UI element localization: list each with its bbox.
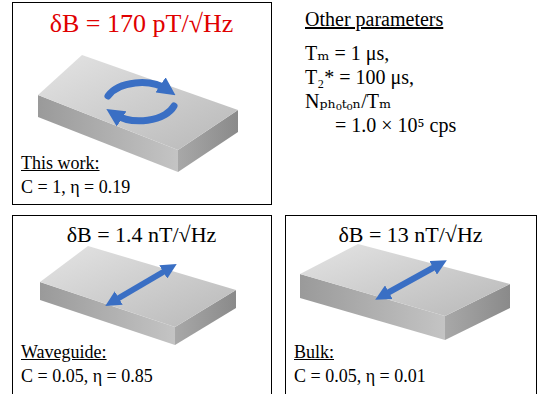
sensitivity-value: δB = 170 pT/√Hz (50, 9, 233, 39)
parameter-line: Tₘ = 1 μs, (305, 42, 389, 65)
parameter-line: T₂* = 100 μs, (305, 66, 414, 89)
parameter-values: C = 0.05, η = 0.85 (21, 366, 153, 387)
case-title: This work: (21, 153, 100, 174)
result-box: δB = 13 nT/√HzBulk: C = 0.05, η = 0.01 (285, 215, 537, 394)
circular-polarization-arrow (108, 83, 174, 121)
sensitivity-value: δB = 13 nT/√Hz (338, 222, 482, 247)
result-box: δB = 170 pT/√HzThis work: C = 1, η = 0.19 (12, 2, 272, 205)
case-title: Bulk: (294, 342, 334, 363)
sensitivity-value: δB = 1.4 nT/√Hz (67, 222, 217, 247)
bulk-slab (300, 244, 510, 340)
result-box: δB = 1.4 nT/√HzWaveguide: C = 0.05, η = 0… (12, 215, 272, 394)
waveguide-slab (40, 246, 236, 345)
parameter-line: = 1.0 × 10⁵ cps (335, 114, 456, 137)
linear-polarization-arrow (382, 264, 440, 296)
section-heading: Other parameters (305, 8, 443, 31)
case-title: Waveguide: (21, 342, 107, 363)
parameter-line: Nₚₕₒₜₒₙ/Tₘ (305, 90, 391, 113)
parameter-values: C = 0.05, η = 0.01 (294, 366, 426, 387)
parameter-values: C = 1, η = 0.19 (21, 177, 130, 198)
linear-polarization-arrow (112, 268, 170, 302)
